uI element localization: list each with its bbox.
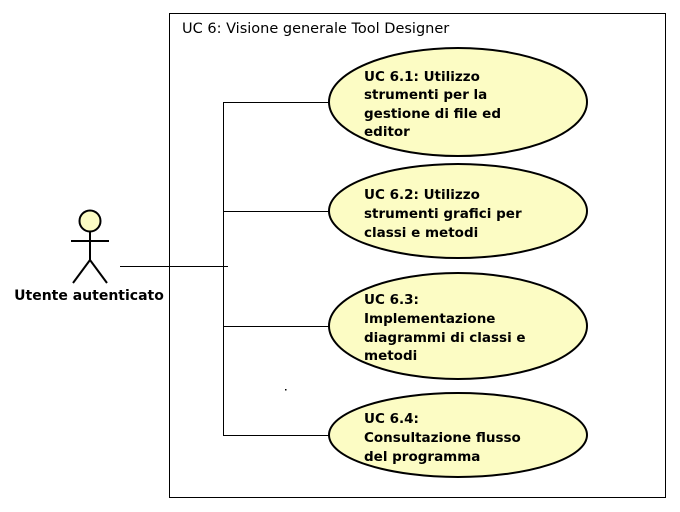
- actor: [71, 209, 109, 284]
- stray-dot: [285, 389, 287, 391]
- system-title: UC 6: Visione generale Tool Designer: [182, 21, 449, 37]
- use-case-6-3: [328, 272, 588, 380]
- connectors: [120, 102, 329, 436]
- use-case-6-2-label: UC 6.2: Utilizzo strumenti grafici per c…: [364, 187, 526, 241]
- use-case-6-3-label: UC 6.3: Implementazione diagrammi di cla…: [364, 292, 530, 364]
- use-case-6-2: [328, 163, 588, 259]
- use-case-6-4-label: UC 6.4: Consultazione flusso del program…: [364, 411, 526, 465]
- use-case-6-1-label: UC 6.1: Utilizzo strumenti per la gestio…: [364, 69, 506, 140]
- actor-left-leg: [72, 259, 91, 284]
- use-case-6-1: [328, 47, 588, 157]
- actor-label: Utente autenticato: [14, 288, 164, 304]
- actor-right-leg: [89, 259, 108, 284]
- actor-head-icon: [78, 209, 102, 233]
- use-case-6-4: [328, 392, 588, 478]
